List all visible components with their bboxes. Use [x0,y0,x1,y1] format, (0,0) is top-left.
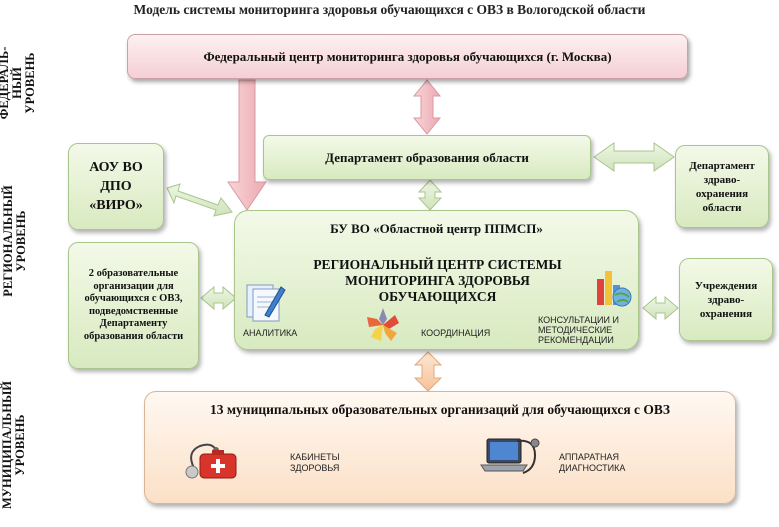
laptop-stethoscope-icon [480,438,540,474]
health-institutions-box: Учреждения здраво-охранения [679,258,773,341]
regional-center-box: БУ ВО «Областной центр ППМСП» РЕГИОНАЛЬН… [234,210,639,350]
arrow-center-municipal [413,351,443,392]
coordination-label: КООРДИНАЦИЯ [421,328,491,338]
arrow-federal-to-center [227,79,267,211]
arrow-department-health [593,142,675,172]
municipal-box: 13 муниципальных образовательных организ… [144,391,736,504]
viro-box: АОУ ВО ДПО «ВИРО» [68,143,164,230]
department-health-label: Департамент здраво-охранения области [689,159,755,214]
center-subtitle: РЕГИОНАЛЬНЫЙ ЦЕНТР СИСТЕМЫ МОНИТОРИНГА З… [313,257,562,304]
arrow-center-institutions [642,295,679,321]
documents-icon [246,284,286,322]
department-health-box: Департамент здраво-охранения области [675,145,769,228]
first-aid-kit-icon [185,443,237,479]
health-institutions-label: Учреждения здраво-охранения [694,279,758,320]
consultations-label: КОНСУЛЬТАЦИИ И МЕТОДИЧЕСКИЕ РЕКОМЕНДАЦИИ [538,315,619,345]
puzzle-icon [367,308,399,341]
two-orgs-label: 2 образовательные организации для обучаю… [83,268,184,342]
diagram-title: Модель системы мониторинга здоровья обуч… [133,2,646,17]
arrow-federal-department [412,79,442,135]
center-name: БУ ВО «Областной центр ППМСП» [330,221,543,236]
arrow-department-center [417,179,443,211]
arrow-orgs-center [200,285,237,311]
department-education-box: Департамент образования области [263,135,591,180]
federal-center-box: Федеральный центр мониторинга здоровья о… [127,34,688,79]
health-rooms-label: КАБИНЕТЫ ЗДОРОВЬЯ [290,452,340,473]
viro-label: АОУ ВО ДПО «ВИРО» [89,160,143,213]
municipal-title: 13 муниципальных образовательных организ… [209,402,670,417]
federal-center-label: Федеральный центр мониторинга здоровья о… [203,48,612,64]
arrow-viro-center [166,183,233,217]
analytics-label: АНАЛИТИКА [243,328,298,338]
hardware-diagnostics-label: АППАРАТНАЯ ДИАГНОСТИКА [559,452,626,473]
department-education-label: Департамент образования области [325,149,529,165]
chart-globe-icon [597,271,632,307]
two-orgs-box: 2 образовательные организации для обучаю… [68,242,199,369]
